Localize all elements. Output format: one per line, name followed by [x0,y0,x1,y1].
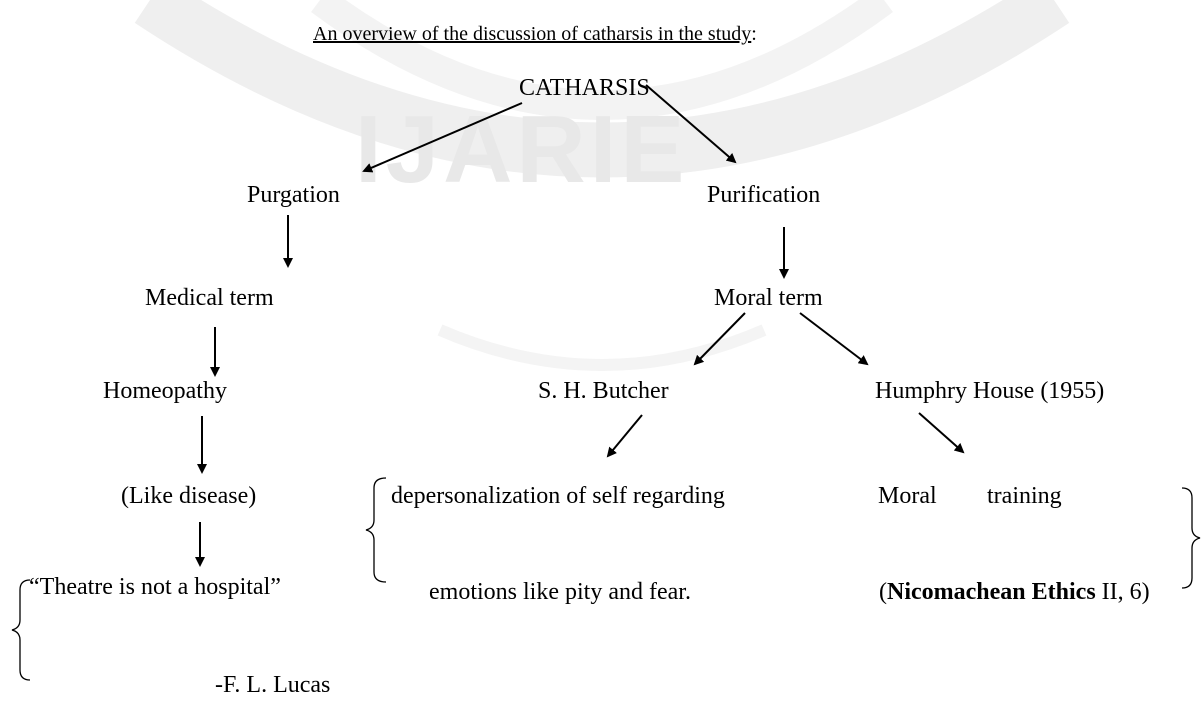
brace-house [1181,487,1201,589]
diagram-title-text: An overview of the discussion of cathars… [313,23,752,45]
node-like-disease: (Like disease) [121,483,257,509]
arrow-root-to-purgation [362,102,523,173]
house-desc-training: training [987,483,1062,509]
node-catharsis: CATHARSIS [519,75,650,101]
node-medical-term: Medical term [145,285,274,311]
node-purification: Purification [707,182,821,208]
citation-open-paren: ( [879,579,887,605]
arrow-moral-to-butcher [693,312,746,366]
brace-butcher [365,477,387,583]
node-lucas: -F. L. Lucas [215,672,331,698]
node-butcher: S. H. Butcher [538,378,669,404]
citation-reference: II, 6) [1095,579,1150,605]
arrow-butcher-to-desc [606,414,643,458]
house-desc-citation: (Nicomachean Ethics II, 6) [879,578,1150,606]
node-humphry-house: Humphry House (1955) [875,378,1105,404]
diagram-title-colon: : [751,23,757,45]
arrow-house-to-desc [918,412,965,454]
butcher-desc-line2: emotions like pity and fear. [429,579,691,605]
arrow-moral-to-house [799,312,869,366]
node-purgation: Purgation [247,182,340,208]
arrow-root-to-purification [645,84,737,164]
diagram-title: An overview of the discussion of cathars… [313,20,757,48]
brace-lucas [11,579,31,681]
house-desc-moral: Moral [878,483,937,509]
butcher-desc-line1: depersonalization of self regarding [391,483,725,509]
node-homeopathy: Homeopathy [103,378,227,404]
node-moral-term: Moral term [714,285,823,311]
node-theatre-quote: “Theatre is not a hospital” [29,574,281,600]
citation-book-title: Nicomachean Ethics [887,579,1096,605]
